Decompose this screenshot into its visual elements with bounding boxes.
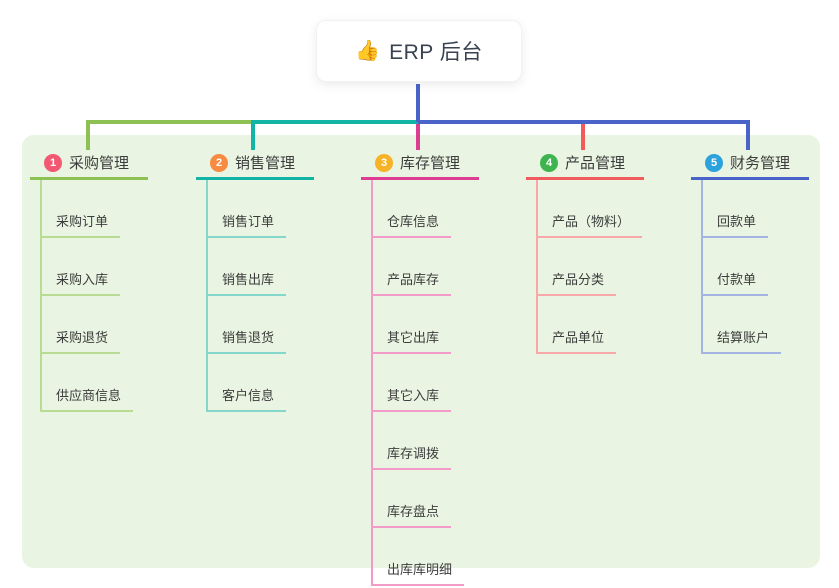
branch-number-badge: 5	[705, 153, 723, 172]
branch-child-connector-line	[206, 180, 208, 412]
branch-2: 2 销售管理 销售订单销售出库销售退货客户信息	[196, 146, 314, 412]
child-node[interactable]: 其它出库	[371, 296, 452, 354]
mindmap-background-panel	[22, 135, 820, 568]
child-node[interactable]: 付款单	[701, 238, 769, 296]
child-node[interactable]: 采购退货	[40, 296, 121, 354]
child-node[interactable]: 回款单	[701, 180, 769, 238]
branch-number-badge: 1	[44, 153, 62, 172]
branch-child-connector-line	[40, 180, 42, 412]
child-node[interactable]: 仓库信息	[371, 180, 452, 238]
branch-label: 财务管理	[730, 155, 791, 172]
branch-3: 3 库存管理 仓库信息产品库存其它出库其它入库库存调拨库存盘点出库库明细	[361, 146, 479, 586]
child-node[interactable]: 销售出库	[206, 238, 287, 296]
child-node[interactable]: 销售退货	[206, 296, 287, 354]
child-node[interactable]: 结算账户	[701, 296, 782, 354]
child-node[interactable]: 其它入库	[371, 354, 452, 412]
thumbs-up-icon: 👍	[355, 40, 381, 62]
branch-number-badge: 4	[540, 153, 558, 172]
child-node[interactable]: 产品库存	[371, 238, 452, 296]
root-node-label: ERP 后台	[389, 41, 483, 64]
branch-title-node[interactable]: 5 财务管理	[691, 146, 809, 180]
branch-label: 销售管理	[235, 155, 296, 172]
child-node[interactable]: 产品单位	[536, 296, 617, 354]
branch-number-badge: 3	[375, 153, 393, 172]
child-node[interactable]: 供应商信息	[40, 354, 134, 412]
root-node-erp-backend[interactable]: 👍 ERP 后台	[316, 20, 522, 82]
branch-number-badge: 2	[210, 153, 228, 172]
branch-title-node[interactable]: 3 库存管理	[361, 146, 479, 180]
child-node[interactable]: 库存盘点	[371, 470, 452, 528]
branch-1: 1 采购管理 采购订单采购入库采购退货供应商信息	[30, 146, 148, 412]
branch-4: 4 产品管理 产品（物料）产品分类产品单位	[526, 146, 644, 354]
branch-title-node[interactable]: 2 销售管理	[196, 146, 314, 180]
child-node[interactable]: 采购订单	[40, 180, 121, 238]
child-node[interactable]: 库存调拨	[371, 412, 452, 470]
child-node[interactable]: 采购入库	[40, 238, 121, 296]
child-node[interactable]: 产品（物料）	[536, 180, 643, 238]
branch-label: 采购管理	[69, 155, 130, 172]
child-node[interactable]: 客户信息	[206, 354, 287, 412]
branch-label: 库存管理	[400, 155, 461, 172]
child-node[interactable]: 销售订单	[206, 180, 287, 238]
child-node[interactable]: 产品分类	[536, 238, 617, 296]
branch-title-node[interactable]: 4 产品管理	[526, 146, 644, 180]
branch-child-connector-line	[701, 180, 703, 354]
branch-5: 5 财务管理 回款单付款单结算账户	[691, 146, 809, 354]
branch-label: 产品管理	[565, 155, 626, 172]
child-node[interactable]: 出库库明细	[371, 528, 465, 586]
branch-child-connector-line	[371, 180, 373, 586]
branch-child-connector-line	[536, 180, 538, 354]
branch-title-node[interactable]: 1 采购管理	[30, 146, 148, 180]
